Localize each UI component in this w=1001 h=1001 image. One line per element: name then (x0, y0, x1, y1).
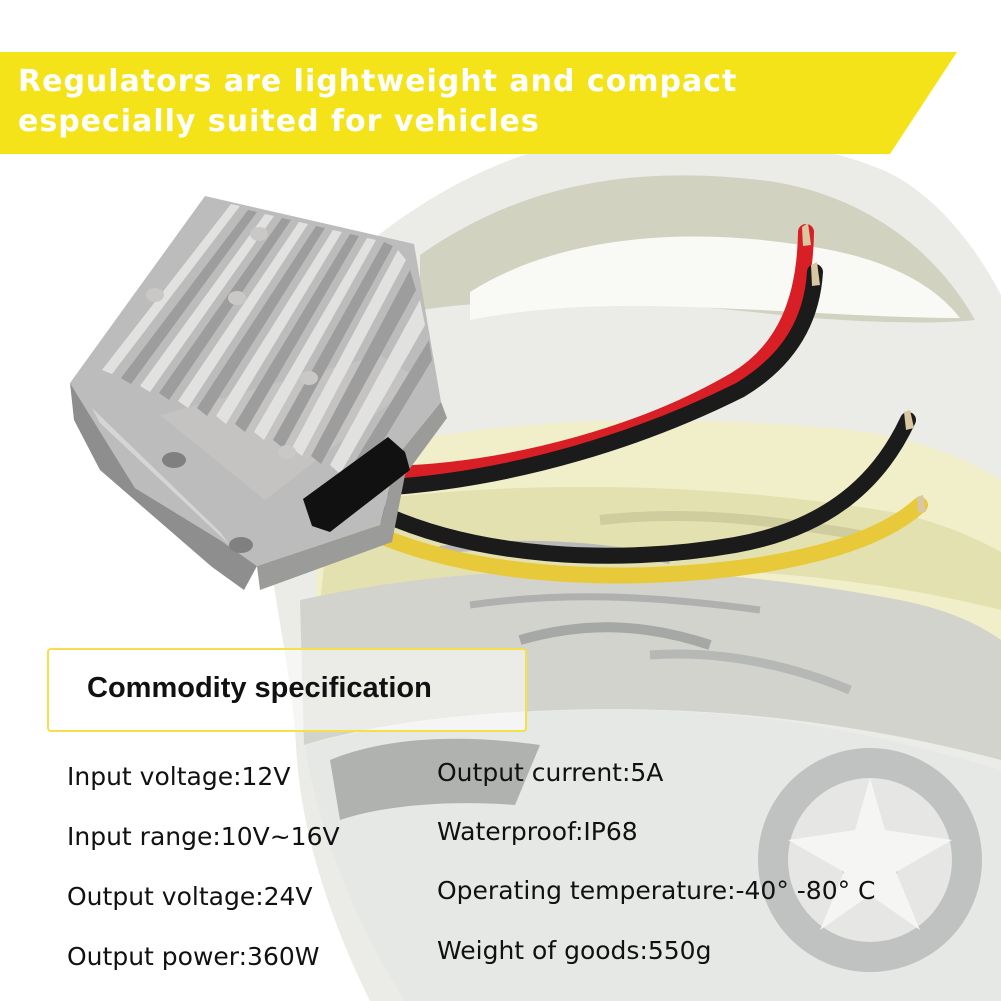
headline-line-2: especially suited for vehicles (18, 104, 540, 139)
spec-output-voltage: Output voltage:24V (67, 882, 313, 911)
spec-input-range: Input range:10V~16V (67, 822, 340, 851)
headline-banner (0, 52, 957, 154)
spec-output-power: Output power:360W (67, 942, 320, 971)
specification-title: Commodity specification (87, 672, 432, 704)
regulator-module (70, 196, 447, 590)
spec-waterproof: Waterproof:IP68 (437, 817, 638, 846)
specification-title-box: Commodity specification (47, 648, 527, 732)
headline-line-1: Regulators are lightweight and compact (18, 64, 738, 99)
spec-weight: Weight of goods:550g (437, 936, 712, 965)
spec-operating-temperature: Operating temperature:-40° -80° C (437, 876, 876, 905)
headline-text: Regulators are lightweight and compact e… (18, 62, 737, 142)
spec-output-current: Output current:5A (437, 758, 664, 787)
output-wires (337, 223, 928, 584)
spec-input-voltage: Input voltage:12V (67, 762, 291, 791)
